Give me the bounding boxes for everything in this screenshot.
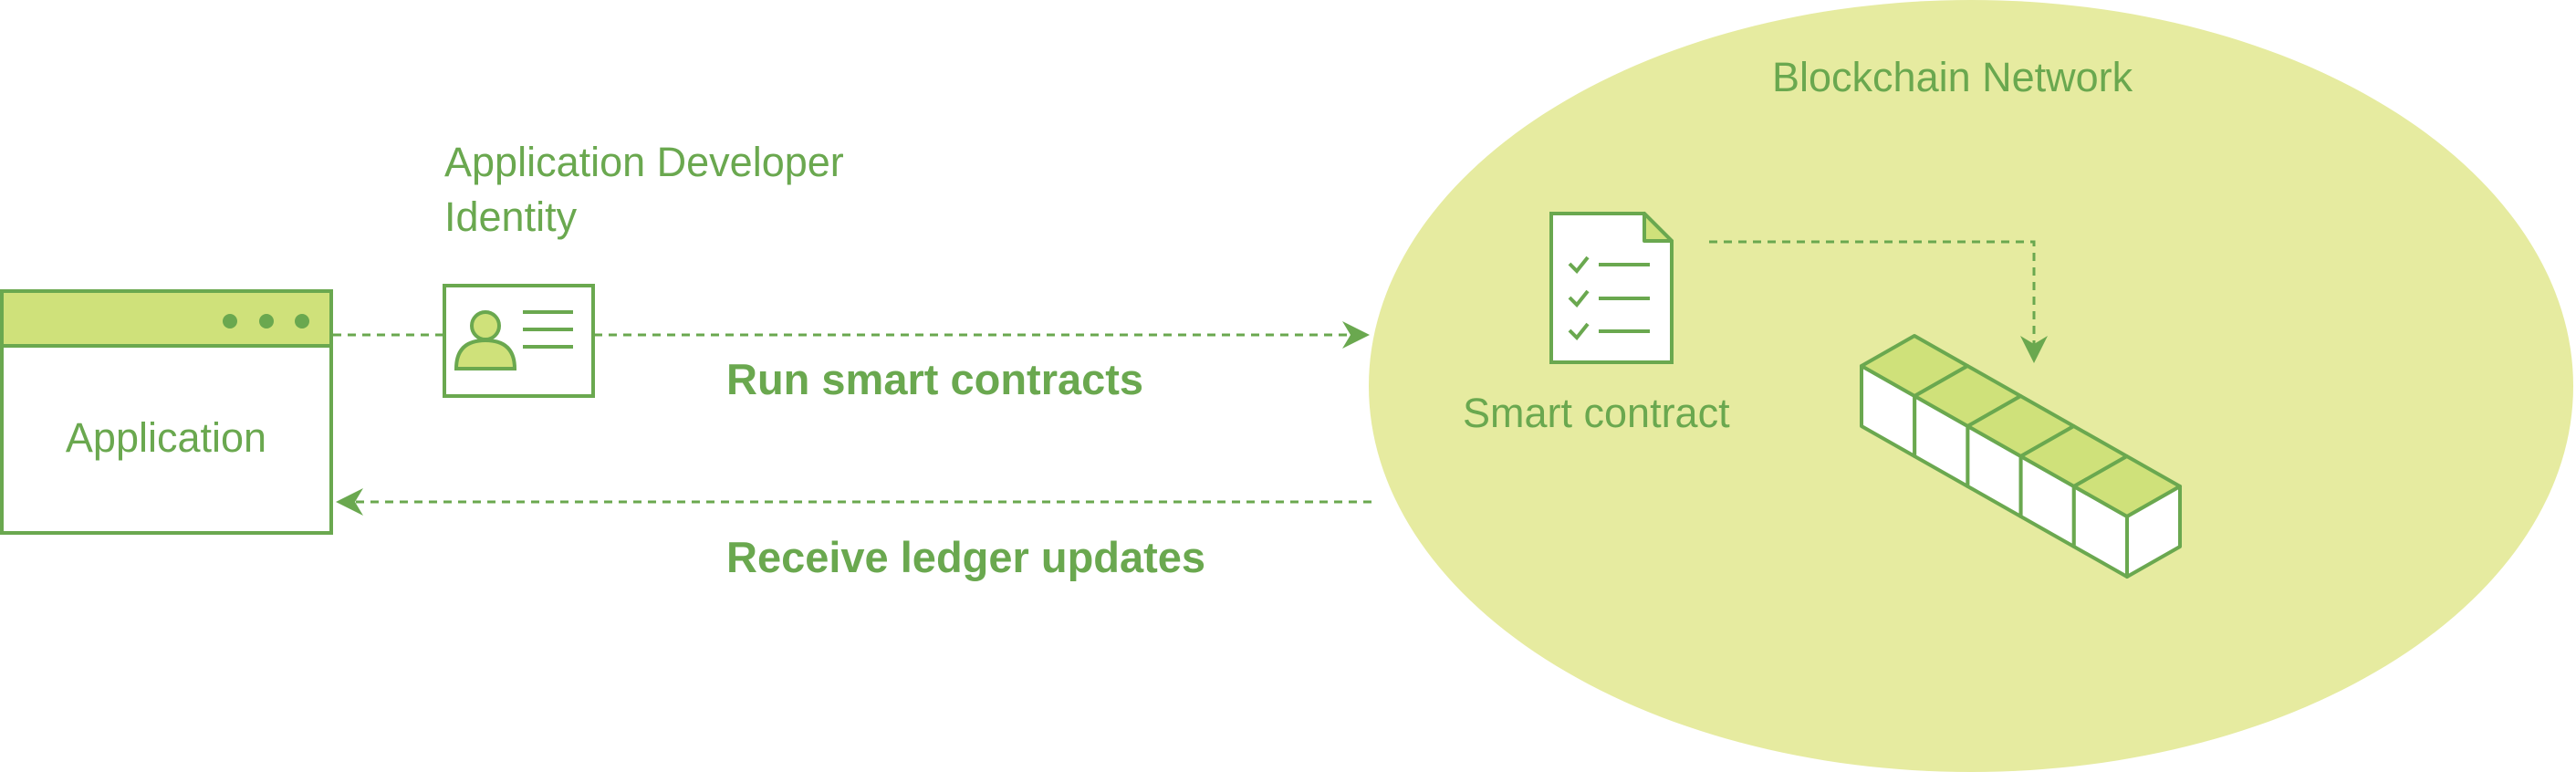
identity-label-line1: Application Developer [444,139,844,185]
identity-label-line2: Identity [444,193,578,240]
application-label: Application [66,414,266,461]
smart-contract-label: Smart contract [1463,390,1730,436]
ledger-end-face [2125,485,2182,579]
document-icon [1549,212,1674,364]
contract-to-ledger-arrow [1709,240,2048,363]
window-dot-icon [223,314,237,329]
window-dot-icon [295,314,309,329]
ledger-blocks-icon [1860,334,2182,579]
window-dot-icon [259,314,274,329]
network-title: Blockchain Network [1772,54,2133,100]
id-card-icon [443,284,595,398]
receive-ledger-updates-label: Receive ledger updates [726,533,1205,581]
app-window-icon [0,289,333,535]
run-smart-contracts-label: Run smart contracts [726,355,1143,403]
